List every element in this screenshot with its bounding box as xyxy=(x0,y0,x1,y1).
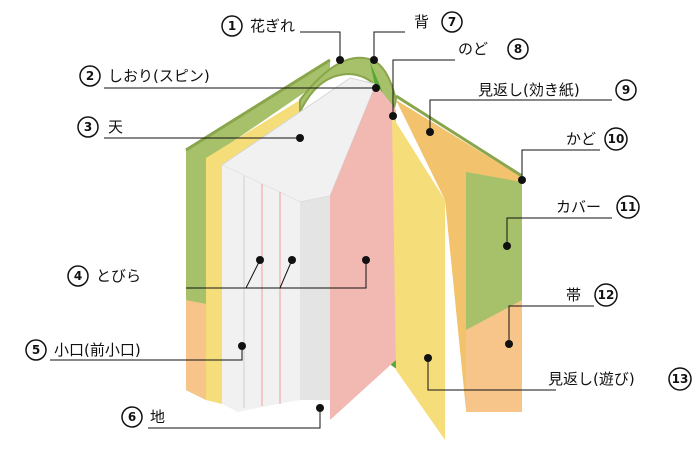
label-hanagire: 1 花ぎれ xyxy=(221,15,295,37)
left-endpaper xyxy=(206,100,300,404)
label-nodo: のど 8 xyxy=(458,38,529,60)
dot-koguchi xyxy=(238,342,246,350)
dot-nodo xyxy=(389,112,397,120)
dot-tobira-3 xyxy=(362,256,370,264)
label-mikaeshi-kiki: 見返し(効き紙) 9 xyxy=(478,79,637,101)
svg-text:見返し(遊び): 見返し(遊び) xyxy=(548,370,635,388)
svg-text:10: 10 xyxy=(608,132,625,146)
right-cover-edge xyxy=(395,94,523,178)
dot-chi xyxy=(316,404,324,412)
label-shiori: 2 しおり(スピン) xyxy=(79,65,210,87)
dot-se xyxy=(370,56,378,64)
svg-text:11: 11 xyxy=(620,200,637,214)
svg-text:花ぎれ: 花ぎれ xyxy=(250,17,295,35)
svg-text:天: 天 xyxy=(108,118,123,136)
label-tobira: 4 とびら xyxy=(67,265,141,287)
marker-dots xyxy=(238,56,526,412)
left-cover xyxy=(186,60,330,400)
leader-nodo xyxy=(392,59,455,116)
svg-text:3: 3 xyxy=(84,120,92,134)
svg-text:1: 1 xyxy=(228,19,236,33)
svg-text:5: 5 xyxy=(32,343,40,357)
leader-se xyxy=(373,31,405,60)
dot-tobira-2 xyxy=(288,256,296,264)
title-page-tobira xyxy=(330,84,396,420)
leader-obi xyxy=(508,305,594,344)
label-cover: カバー 11 xyxy=(556,195,640,219)
svg-text:地: 地 xyxy=(150,408,165,426)
svg-text:小口(前小口): 小口(前小口) xyxy=(54,341,141,359)
leader-hanagire xyxy=(300,31,341,60)
dot-kado xyxy=(518,176,526,184)
svg-text:見返し(効き紙): 見返し(効き紙) xyxy=(478,81,580,99)
svg-text:9: 9 xyxy=(622,83,630,97)
svg-text:12: 12 xyxy=(598,288,615,302)
label-ten: 3 天 xyxy=(77,116,123,138)
svg-text:かど: かど xyxy=(566,130,596,148)
svg-text:しおり(スピン): しおり(スピン) xyxy=(108,67,210,85)
dot-cover xyxy=(503,242,511,250)
leader-koguchi xyxy=(50,346,243,361)
svg-text:のど: のど xyxy=(458,40,488,58)
dot-mikaeshi-kiki xyxy=(426,128,434,136)
svg-text:6: 6 xyxy=(128,410,136,424)
label-koguchi: 5 小口(前小口) xyxy=(25,339,141,361)
dot-ten xyxy=(296,134,304,142)
page-block-side xyxy=(300,196,330,400)
svg-text:帯: 帯 xyxy=(566,286,581,304)
label-kado: かど 10 xyxy=(566,127,628,151)
dot-shiori xyxy=(372,84,380,92)
svg-text:とびら: とびら xyxy=(96,267,141,285)
left-obi-band xyxy=(186,300,206,400)
svg-text:4: 4 xyxy=(74,269,82,283)
label-se: 背 7 xyxy=(414,11,463,33)
svg-text:カバー: カバー xyxy=(556,198,601,216)
book-illustration xyxy=(185,56,523,440)
svg-text:13: 13 xyxy=(672,372,689,386)
svg-text:7: 7 xyxy=(448,15,456,29)
dot-hanagire xyxy=(336,56,344,64)
svg-text:背: 背 xyxy=(414,13,429,31)
labels: 1 花ぎれ 背 7 のど 8 2 しおり(スピン) 見返し(効き紙) 9 xyxy=(25,11,692,428)
leader-lines xyxy=(50,31,612,429)
dot-obi xyxy=(505,340,513,348)
dot-tobira-1 xyxy=(256,256,264,264)
left-cover-edge xyxy=(185,58,331,152)
leader-chi xyxy=(148,408,321,429)
right-cover xyxy=(466,172,522,330)
dot-mikaeshi-asobi xyxy=(424,354,432,362)
leader-cover xyxy=(506,217,612,246)
leader-tobira-c xyxy=(280,260,367,289)
svg-text:2: 2 xyxy=(86,69,94,83)
leader-mikaeshi-kiki xyxy=(429,99,612,132)
label-chi: 6 地 xyxy=(121,406,165,428)
label-mikaeshi-asobi: 見返し(遊び) 13 xyxy=(548,367,692,391)
label-obi: 帯 12 xyxy=(566,283,618,307)
leader-kado xyxy=(521,149,600,180)
svg-text:8: 8 xyxy=(514,42,522,56)
leader-mikaeshi-asobi xyxy=(427,358,556,391)
right-obi-band xyxy=(466,300,522,412)
